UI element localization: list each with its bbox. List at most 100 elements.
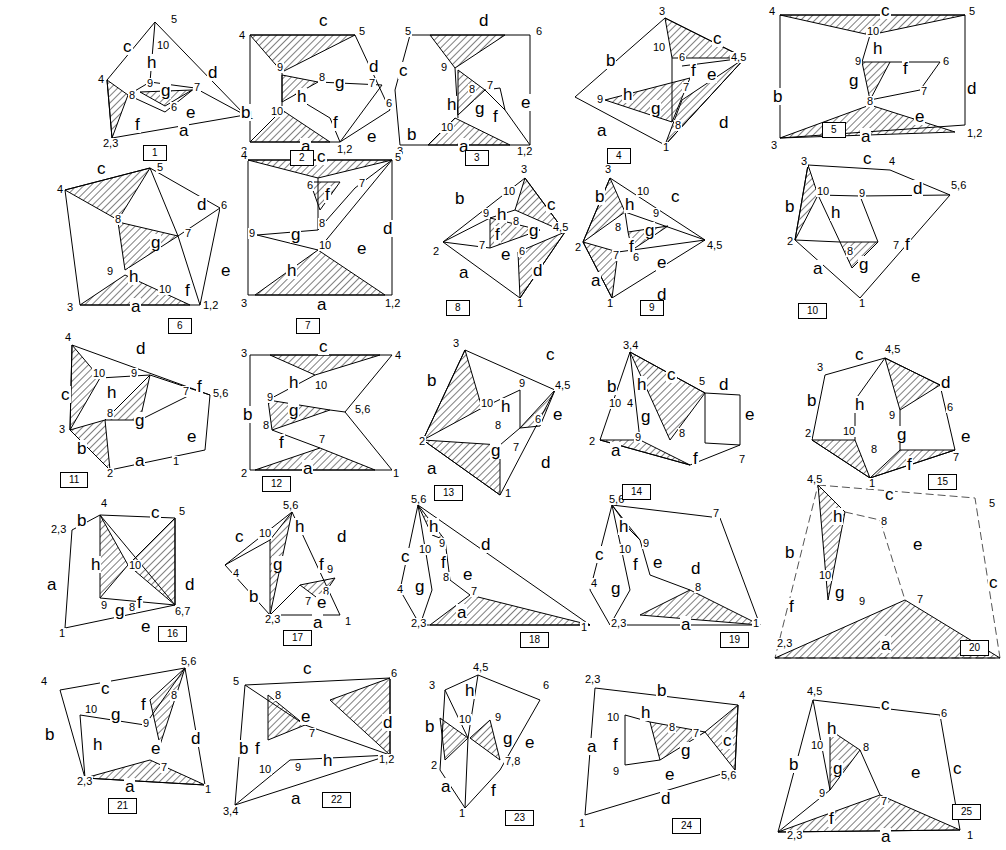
figure-line xyxy=(60,668,205,785)
edge-letter: f xyxy=(318,556,325,573)
edge-letter: h xyxy=(640,704,651,721)
figure-line xyxy=(107,80,128,138)
vertex-number: 9 xyxy=(440,62,448,73)
figure-line xyxy=(330,678,390,755)
vertex-number: 4 xyxy=(240,150,248,161)
edge-letter: b xyxy=(406,126,417,143)
vertex-number: 3 xyxy=(240,298,248,309)
edge-letter: g xyxy=(160,82,171,99)
figure-line xyxy=(860,750,880,795)
vertex-number: 1 xyxy=(172,456,180,467)
edge-letter: h xyxy=(446,96,457,113)
figure-line xyxy=(128,518,175,605)
edge-letter: b xyxy=(772,88,783,105)
edge-letter: b xyxy=(784,198,795,215)
figure-line xyxy=(485,88,505,110)
vertex-number: 1 xyxy=(344,616,352,627)
figure-line xyxy=(318,160,392,250)
edge-letter: c xyxy=(666,366,677,383)
vertex-number: 8 xyxy=(846,246,854,257)
edge-letter: a xyxy=(880,828,891,845)
vertex-number: 4 xyxy=(738,690,746,701)
vertex-number: 2,3 xyxy=(102,138,119,149)
vertex-number: 9 xyxy=(294,762,302,773)
edge-letter: f xyxy=(140,696,147,713)
edge-letter: e xyxy=(910,268,921,285)
vertex-number: 9 xyxy=(326,564,334,575)
vertex-number: 7 xyxy=(682,82,690,93)
vertex-number: 1 xyxy=(516,298,524,309)
figure-21 xyxy=(60,668,205,785)
vertex-number: 5,6 xyxy=(950,180,967,191)
edge-letter: c xyxy=(884,486,895,503)
figure-line xyxy=(862,35,870,62)
figure-1 xyxy=(107,22,245,138)
figure-line xyxy=(625,212,628,232)
vertex-number: 9 xyxy=(266,392,274,403)
edge-letter: h xyxy=(832,508,843,525)
figure-line xyxy=(318,160,392,230)
figure-number-box: 20 xyxy=(960,640,989,656)
vertex-number: 9 xyxy=(276,62,284,73)
vertex-number: 8 xyxy=(512,216,520,227)
edge-letter: d xyxy=(690,560,701,577)
figure-3 xyxy=(395,35,530,145)
edge-letter: f xyxy=(490,782,497,799)
vertex-number: 8 xyxy=(880,516,888,527)
edge-letter: f xyxy=(494,226,501,243)
figure-number: 2 xyxy=(299,152,305,163)
vertex-number: 4 xyxy=(40,676,48,687)
figure-line xyxy=(443,178,565,298)
vertex-number: 6 xyxy=(535,26,543,37)
edge-letter: h xyxy=(826,720,837,737)
edge-letter: f xyxy=(902,60,909,77)
edge-letter: h xyxy=(428,518,439,535)
vertex-number: 2 xyxy=(240,468,248,479)
vertex-number: 7 xyxy=(612,250,620,261)
edge-letter: g xyxy=(896,426,907,443)
vertex-number: 7 xyxy=(512,442,520,453)
vertex-number: 7 xyxy=(920,86,928,97)
vertex-number: 4,5 xyxy=(554,380,571,391)
vertex-number: 1 xyxy=(580,622,588,633)
figure-line xyxy=(795,165,818,240)
figure-line xyxy=(705,393,740,445)
figure-line xyxy=(270,355,380,375)
vertex-number: 9 xyxy=(482,208,490,219)
edge-letter: h xyxy=(854,396,865,413)
vertex-number: 3 xyxy=(240,348,248,359)
edge-letter: g xyxy=(528,222,539,239)
figure-line xyxy=(585,688,738,815)
edge-letter: f xyxy=(184,282,191,299)
figure-14 xyxy=(600,352,740,465)
edge-letter: g xyxy=(110,706,121,723)
figure-number: 13 xyxy=(443,487,454,498)
vertex-number: 7 xyxy=(368,78,376,89)
figure-number-box: 21 xyxy=(108,798,137,814)
edge-letter: e xyxy=(186,428,197,445)
figure-line xyxy=(245,685,390,755)
edge-letter: h xyxy=(288,374,299,391)
edge-letter: c xyxy=(854,346,865,363)
vertex-number: 6 xyxy=(306,180,314,191)
vertex-number: 8 xyxy=(866,96,874,107)
edge-letter: e xyxy=(316,594,327,611)
vertex-number: 4 xyxy=(97,74,105,85)
figure-number: 21 xyxy=(117,800,128,811)
figure-line xyxy=(225,540,270,565)
vertex-number: 8 xyxy=(494,420,502,431)
figure-8 xyxy=(443,178,565,298)
figure-line xyxy=(270,512,292,615)
figure-line xyxy=(795,165,950,298)
vertex-number: 3 xyxy=(428,680,436,691)
figure-line xyxy=(575,18,745,145)
edge-letter: f xyxy=(196,378,203,395)
figure-number-box: 25 xyxy=(952,804,981,820)
figure-line xyxy=(445,675,478,738)
vertex-number: 5 xyxy=(698,376,706,387)
edge-letter: a xyxy=(596,122,607,139)
vertex-number: 3 xyxy=(770,140,778,151)
edge-letter: h xyxy=(500,398,511,415)
edge-letter: b xyxy=(240,104,251,121)
figure-number-box: 15 xyxy=(928,474,957,490)
